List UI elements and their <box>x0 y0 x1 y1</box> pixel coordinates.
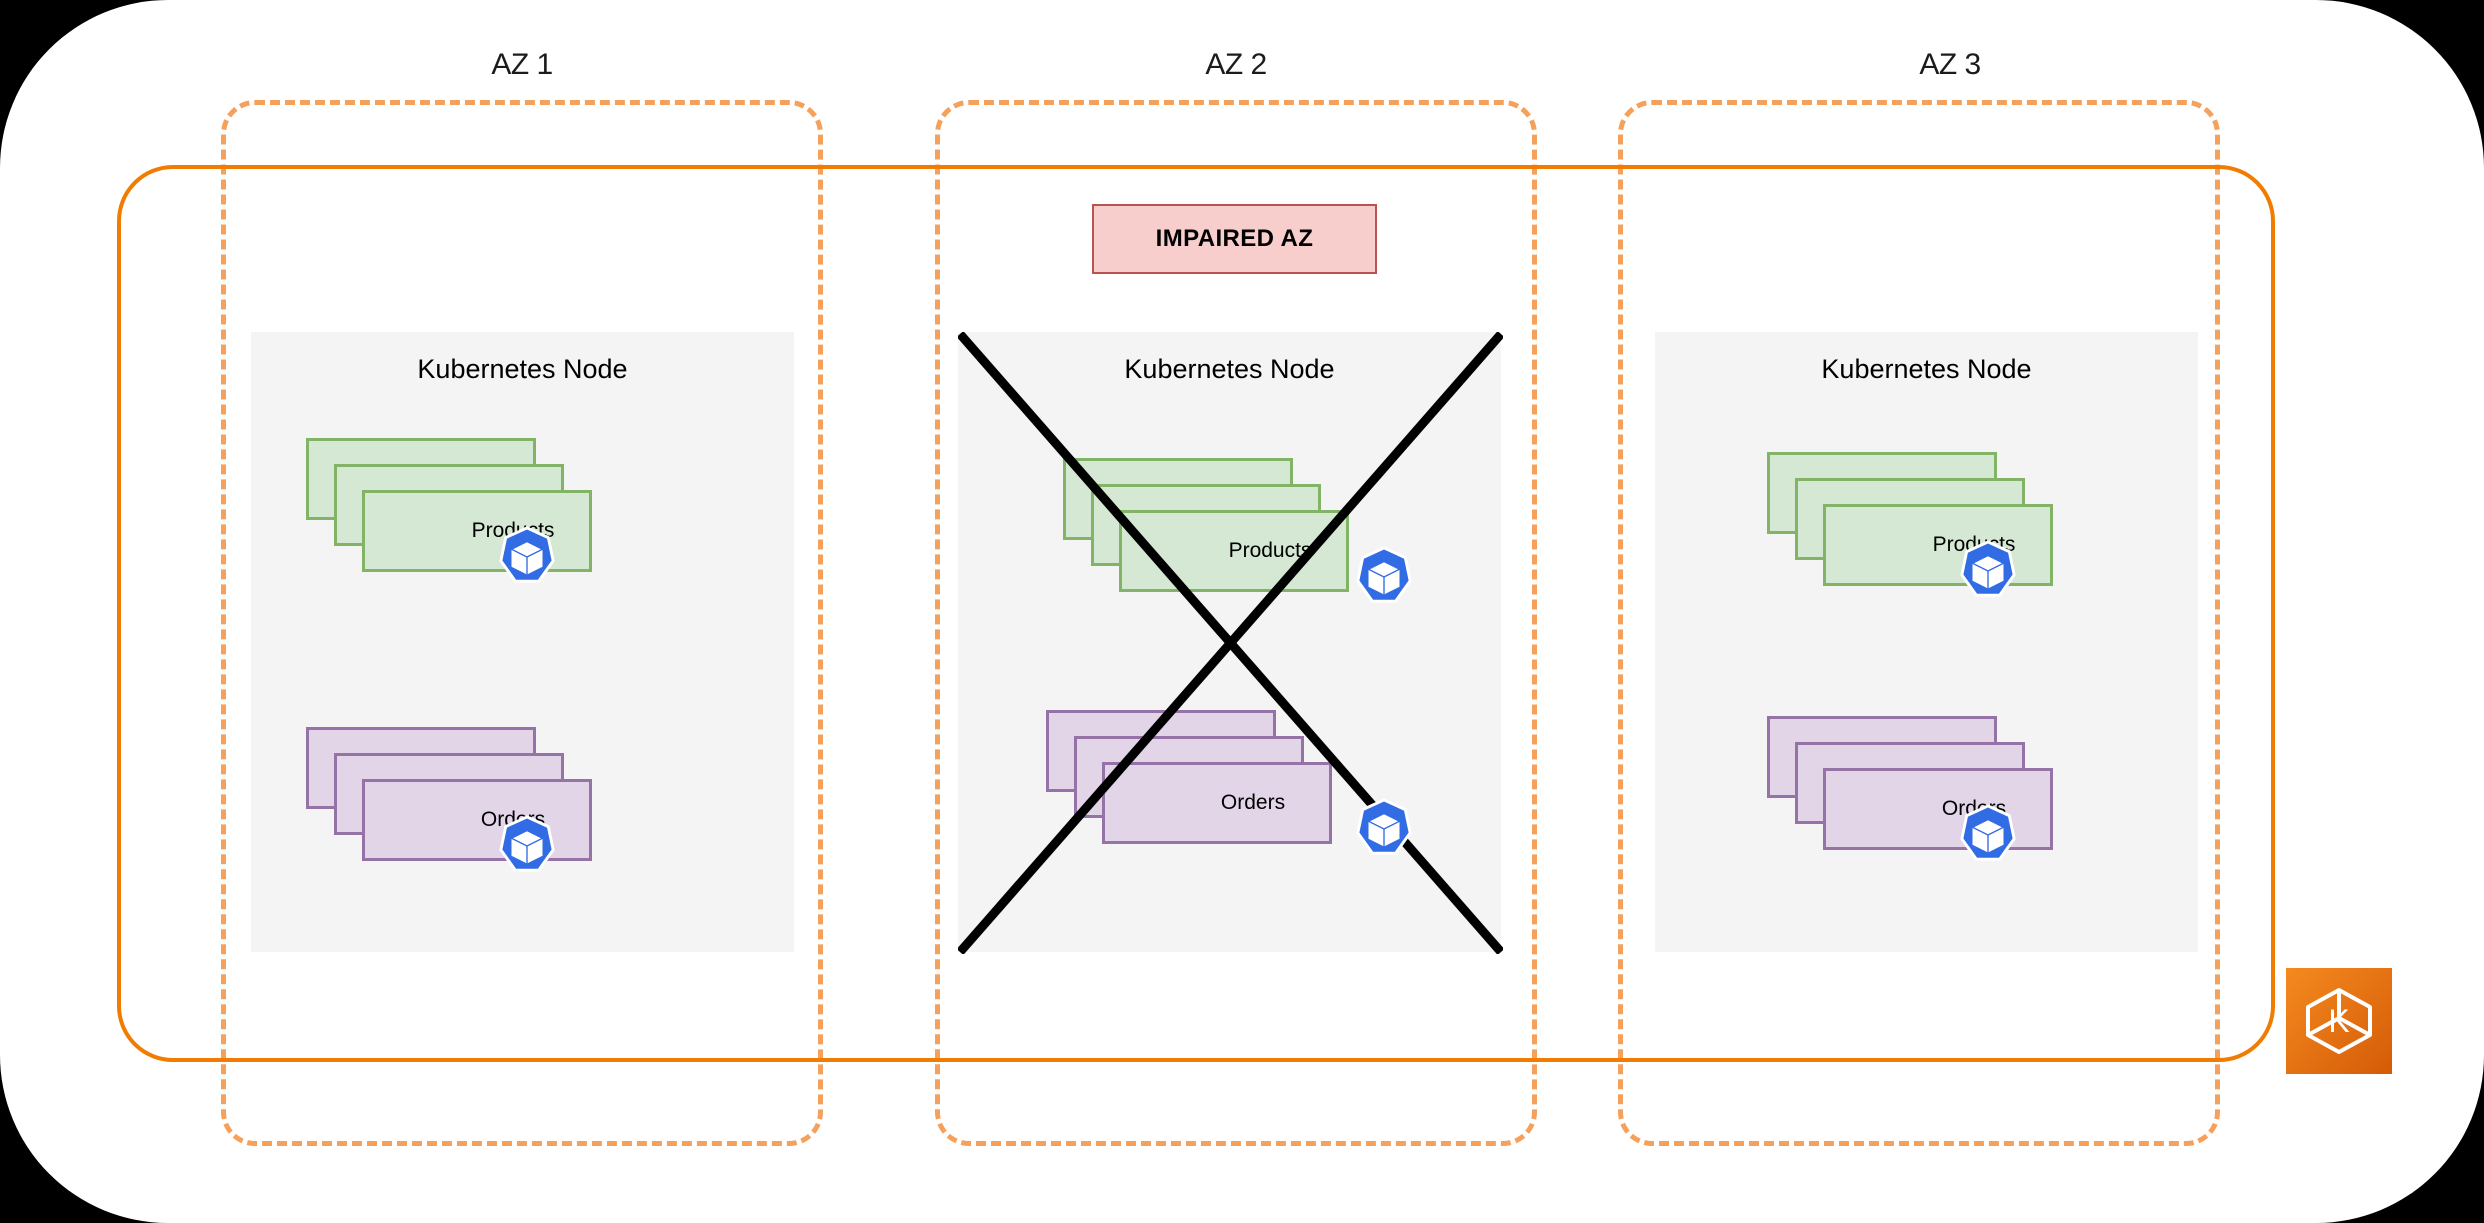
pod-stack-orders-az-3: Orders <box>1767 716 2053 861</box>
eks-cluster-boundary <box>117 165 2275 1062</box>
az-boundary-az-2 <box>935 100 1537 1146</box>
az-boundary-az-3 <box>1618 100 2220 1146</box>
kubernetes-node-title: Kubernetes Node <box>417 354 628 384</box>
kubernetes-node-title: Kubernetes Node <box>1124 354 1335 384</box>
az-label-az-2: AZ 2 <box>1205 48 1267 81</box>
kubernetes-node-az-2: Kubernetes Node <box>958 332 1501 952</box>
pod-label: Products <box>1228 539 1312 562</box>
pod-replica[interactable]: Orders <box>1102 762 1332 844</box>
kubernetes-icon <box>1353 546 1415 608</box>
az-label-az-1: AZ 1 <box>491 48 553 81</box>
az-boundary-az-1 <box>221 100 823 1146</box>
kubernetes-icon <box>1957 804 2019 866</box>
kubernetes-node-az-3: Kubernetes Node <box>1655 332 2198 952</box>
pod-stack-products-az-3: Products <box>1767 452 2053 597</box>
kubernetes-icon <box>496 526 558 588</box>
kubernetes-icon <box>1957 540 2019 602</box>
pod-stack-products-az-2: Products <box>1063 458 1349 592</box>
aws-eks-icon: K <box>2286 968 2392 1074</box>
impaired-az-badge: IMPAIRED AZ <box>1092 204 1377 274</box>
svg-text:K: K <box>2328 1003 2349 1039</box>
pod-stack-orders-az-2: Orders <box>1046 710 1332 844</box>
pod-replica[interactable]: Products <box>1119 510 1349 592</box>
kubernetes-node-title: Kubernetes Node <box>1821 354 2032 384</box>
pod-stack-orders-az-1: Orders <box>306 727 592 872</box>
pod-stack-products-az-1: Products <box>306 438 592 583</box>
kubernetes-icon <box>496 815 558 877</box>
kubernetes-icon <box>1353 798 1415 860</box>
pod-label: Orders <box>1220 791 1286 814</box>
az-label-az-3: AZ 3 <box>1919 48 1981 81</box>
